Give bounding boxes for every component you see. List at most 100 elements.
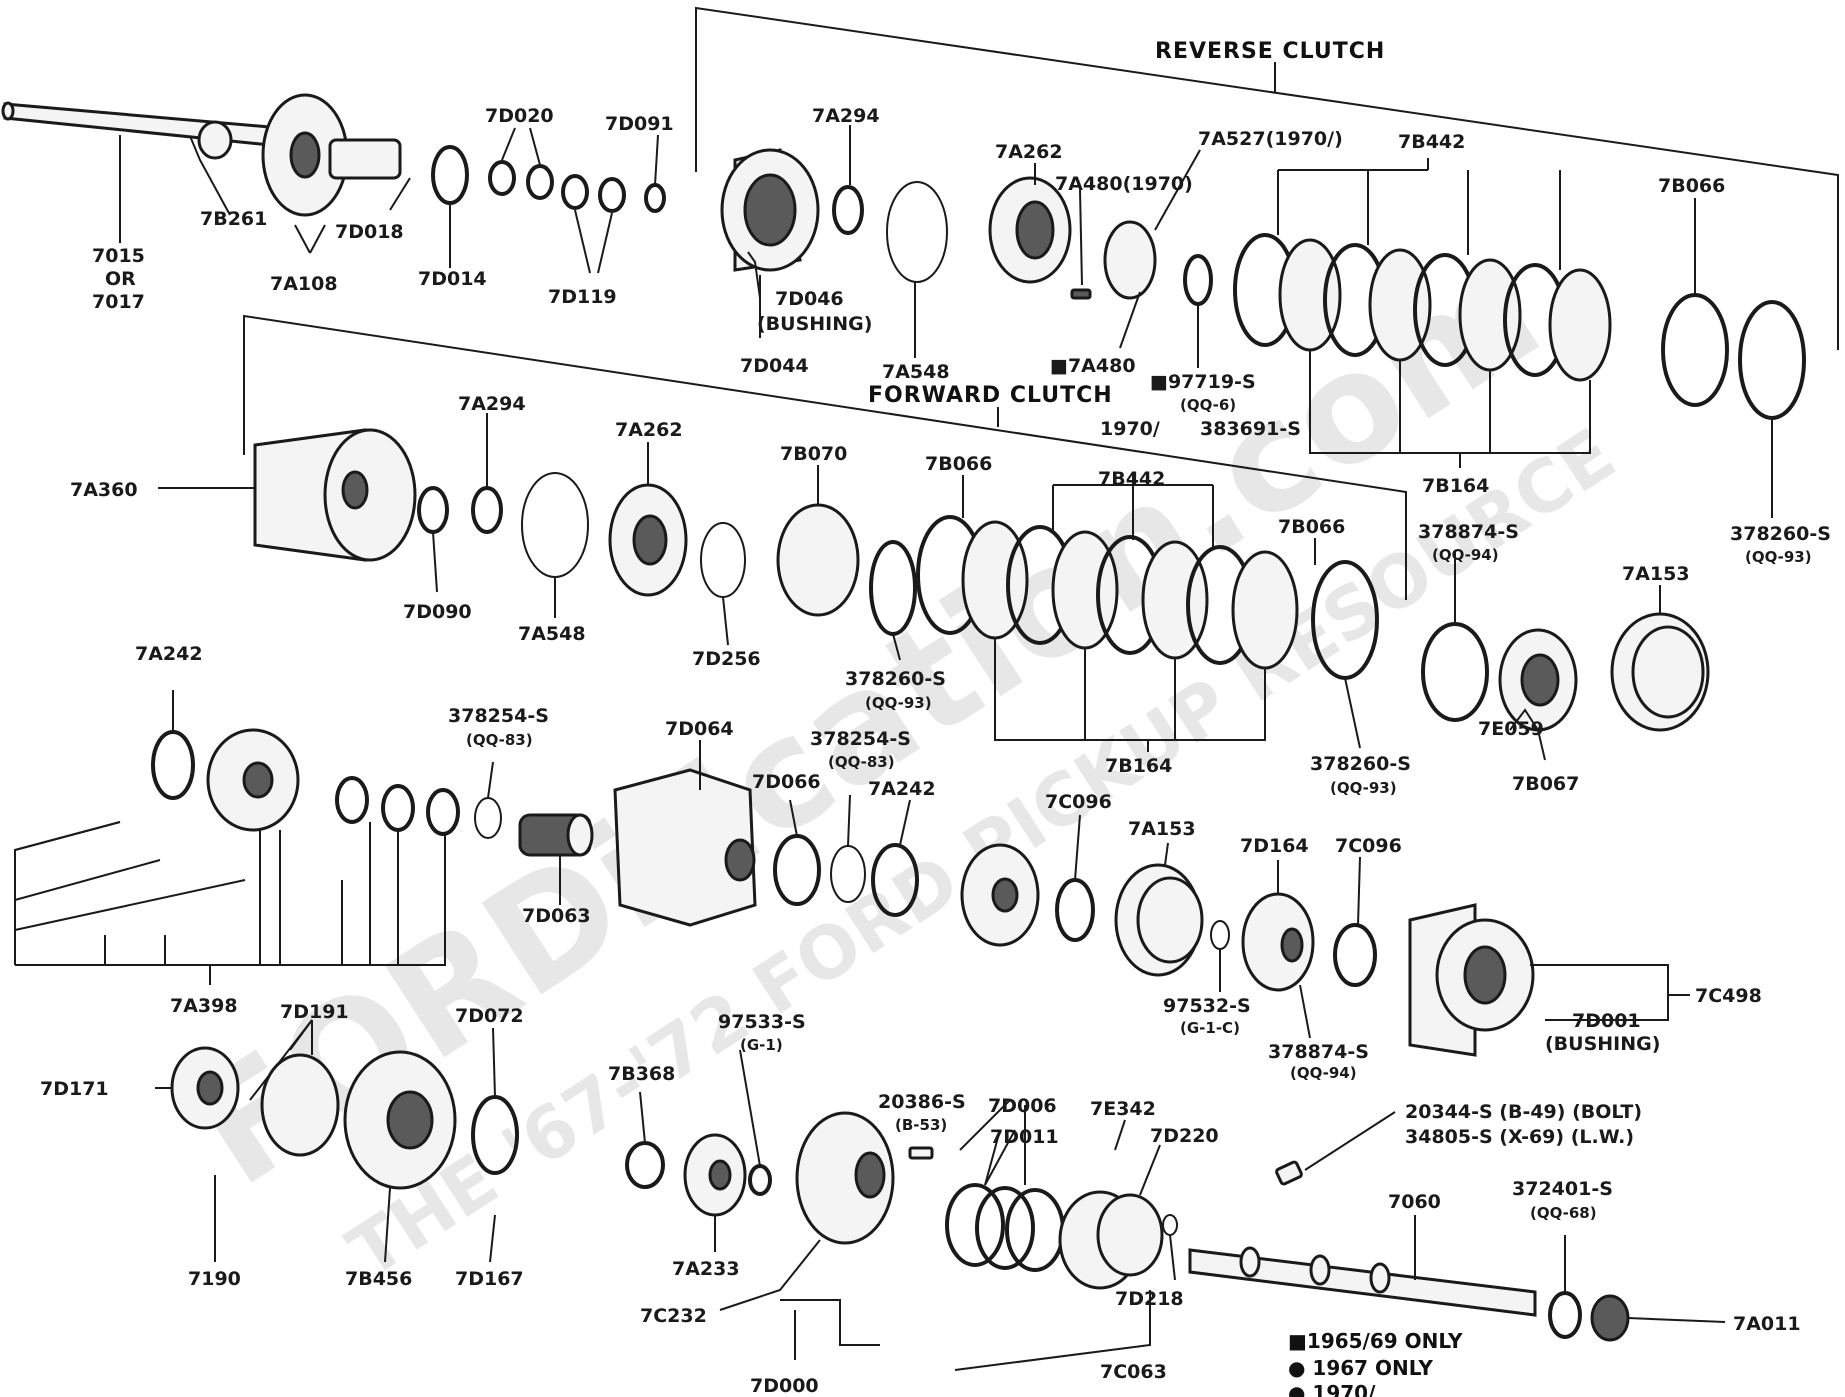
label-7d001: 7D001 [1572, 1010, 1641, 1032]
ring-7a242-a [151, 730, 195, 800]
forward-clutch-plates [916, 515, 1379, 680]
pump-assembly [197, 93, 402, 217]
label-378874-b: 378874-S [1268, 1041, 1369, 1063]
ring-7d090 [417, 486, 449, 534]
label-7b066-c: 7B066 [1278, 516, 1345, 538]
label-378260-c: 378260-S [1310, 753, 1411, 775]
forward-clutch-bracket: FORWARD CLUTCH [243, 314, 1407, 600]
leader-lines [14, 125, 1773, 1371]
label-7d066: 7D066 [752, 771, 821, 793]
legend: ■1965/69 ONLY ● 1967 ONLY ● 1970/ [1288, 1329, 1463, 1397]
reverse-drum-7d044 [720, 148, 820, 272]
label-7d256: 7D256 [692, 648, 761, 670]
label-7d220: 7D220 [1150, 1125, 1219, 1147]
label-7a360: 7A360 [70, 479, 138, 501]
forward-clutch-title: FORWARD CLUTCH [868, 383, 1113, 408]
label-7a548-a: 7A548 [882, 361, 950, 383]
label-7a233: 7A233 [672, 1258, 740, 1280]
seal-7a548-a [886, 181, 948, 283]
ring-7d218 [1162, 1214, 1178, 1236]
label-34805: 34805-S (X-69) (L.W.) [1405, 1126, 1634, 1148]
lever-7d000 [780, 1299, 880, 1346]
label-7c498: 7C498 [1695, 985, 1762, 1007]
label-97533: 97533-S [718, 1011, 806, 1033]
seal-7a548-b [521, 472, 589, 578]
label-7d064: 7D064 [665, 718, 734, 740]
label-7d044: 7D044 [740, 355, 809, 377]
ring-gear-7a153-b [1114, 863, 1204, 977]
seal-7a294-a [832, 185, 864, 235]
label-20386: 20386-S [878, 1091, 966, 1113]
ring-7d091 [644, 183, 666, 213]
label-7b442-a: 7B442 [1398, 131, 1465, 153]
label-qq94-a: (QQ-94) [1432, 546, 1499, 564]
label-7d000: 7D000 [750, 1375, 819, 1397]
ring-gear-7a153-a [1610, 612, 1710, 732]
washer-7d014 [431, 145, 469, 205]
extension-7c232 [795, 1111, 895, 1245]
label-7a548-b: 7A548 [518, 623, 586, 645]
label-7d072: 7D072 [455, 1005, 524, 1027]
spring-7b070 [776, 503, 860, 617]
label-378260-b: 378260-S [845, 668, 946, 690]
ring-7a242-b [871, 843, 919, 917]
label-7a011: 7A011 [1733, 1313, 1801, 1335]
label-7d164: 7D164 [1240, 835, 1309, 857]
label-qq83-a: (QQ-83) [466, 731, 533, 749]
label-7a527: 7A527(1970/) [1198, 128, 1343, 150]
ring-97533 [748, 1164, 772, 1196]
plate-7a527 [1103, 220, 1157, 300]
washer-row3-c [426, 788, 460, 836]
label-7d191: 7D191 [280, 1001, 349, 1023]
governor-7c063 [1058, 1190, 1164, 1290]
row3-parts [151, 728, 1535, 1057]
label-7a480-b: ■7A480 [1050, 355, 1136, 377]
label-7b066-a: 7B066 [1658, 175, 1725, 197]
label-7b164-b: 7B164 [1105, 755, 1172, 777]
row1-parts [1, 93, 1806, 420]
label-20344: 20344-S (B-49) (BOLT) [1405, 1101, 1642, 1123]
label-bushing-2: (BUSHING) [1545, 1033, 1660, 1055]
reverse-clutch-plates [1233, 233, 1612, 382]
label-7b066-b: 7B066 [925, 453, 992, 475]
label-b53: (B-53) [895, 1116, 947, 1134]
label-378254-b: 378254-S [810, 728, 911, 750]
label-7c096-b: 7C096 [1335, 835, 1402, 857]
part-7d171 [170, 1046, 240, 1130]
label-7d090: 7D090 [403, 601, 472, 623]
label-qq93-c: (QQ-93) [1330, 779, 1397, 797]
label-7a242-a: 7A242 [135, 643, 203, 665]
label-7e059: 7E059 [1478, 718, 1544, 740]
label-7b456: 7B456 [345, 1268, 412, 1290]
row2-parts [253, 428, 1710, 732]
ring-97719 [1183, 254, 1213, 306]
ring-97532 [1210, 920, 1230, 950]
label-bushing-1: (BUSHING) [757, 313, 872, 335]
label-7c096-a: 7C096 [1045, 791, 1112, 813]
label-7d014: 7D014 [418, 268, 487, 290]
label-7d119: 7D119 [548, 286, 617, 308]
seal-7a294-b [471, 486, 503, 534]
ring-7d119-b [598, 177, 626, 213]
sun-gear-7d063 [518, 813, 594, 857]
label-7d018: 7D018 [335, 221, 404, 243]
label-7a398: 7A398 [170, 995, 238, 1017]
label-7d006: 7D006 [988, 1095, 1057, 1117]
label-qq83-b: (QQ-83) [828, 753, 895, 771]
label-7d218: 7D218 [1115, 1288, 1184, 1310]
label-g1c: (G-1-C) [1180, 1019, 1240, 1037]
label-7d063: 7D063 [522, 905, 591, 927]
output-shaft-7060 [1188, 1246, 1537, 1317]
label-7b261: 7B261 [200, 208, 267, 230]
ring-372401 [1548, 1291, 1582, 1339]
label-7a480-1970: 7A480(1970) [1055, 173, 1193, 195]
label-7c063: 7C063 [1100, 1361, 1167, 1383]
hub-7d191 [260, 1053, 340, 1157]
label-1970: 1970/ [1100, 418, 1160, 440]
label-qq6: (QQ-6) [1180, 396, 1236, 414]
label-7b368: 7B368 [608, 1063, 675, 1085]
washer-row3-a [335, 776, 369, 824]
label-7017: 7017 [92, 291, 145, 313]
label-7b164-a: 7B164 [1422, 475, 1489, 497]
